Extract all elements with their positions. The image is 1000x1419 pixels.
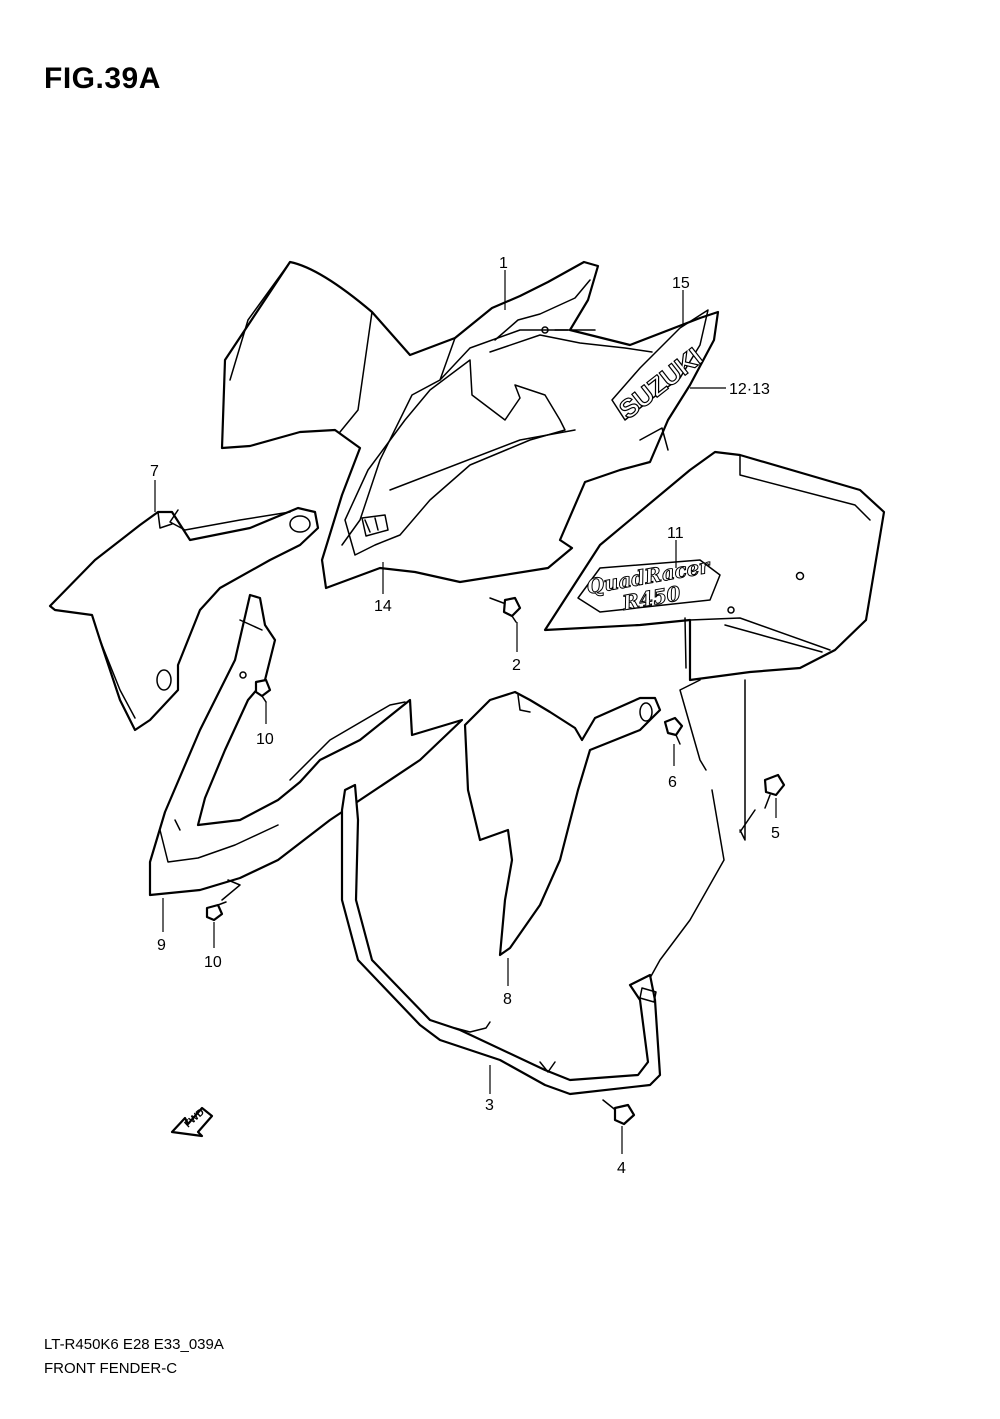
fwd-direction-arrow: FWD [170, 1107, 214, 1138]
callout-2: 2 [512, 657, 521, 674]
callout-15: 15 [672, 275, 690, 292]
callout-14: 14 [374, 598, 392, 615]
callout-8: 8 [503, 991, 512, 1008]
callout-labels: 1 15 12·13 7 11 14 2 10 6 5 9 10 8 3 4 [150, 255, 780, 1177]
callout-6: 6 [668, 774, 677, 791]
callout-10-upper: 10 [256, 731, 274, 748]
fastener-10-screw-upper [254, 678, 272, 703]
part-1-front-fender [220, 260, 720, 590]
callout-10-lower: 10 [204, 954, 222, 971]
figure-code: LT-R450K6 E28 E33_039A [44, 1336, 224, 1353]
figure-title: FIG.39A [44, 62, 161, 95]
part-3-fender-brace [340, 783, 662, 1096]
part-8-splash-guard [463, 690, 662, 957]
leader-lines [154, 270, 777, 1154]
fastener-2-clip [489, 596, 522, 623]
fastener-5-bolt [763, 773, 786, 809]
fastener-10-screw-lower [205, 901, 227, 922]
callout-12-13: 12·13 [729, 381, 770, 398]
callout-4: 4 [617, 1160, 626, 1177]
fastener-6-clip [663, 716, 684, 745]
figure-name: FRONT FENDER-C [44, 1360, 178, 1377]
callout-1: 1 [499, 255, 508, 272]
callout-7: 7 [150, 463, 159, 480]
callout-9: 9 [157, 937, 166, 954]
fastener-4-bolt [602, 1099, 636, 1126]
part-9-lower-fender [148, 593, 464, 901]
callout-3: 3 [485, 1097, 494, 1114]
callout-5: 5 [771, 825, 780, 842]
part-7-mud-guard-left [48, 506, 320, 732]
part-11-mount-lines [649, 617, 756, 979]
callout-11: 11 [667, 525, 684, 542]
part-11-side-panel: QuadRacer R450 [543, 450, 886, 682]
